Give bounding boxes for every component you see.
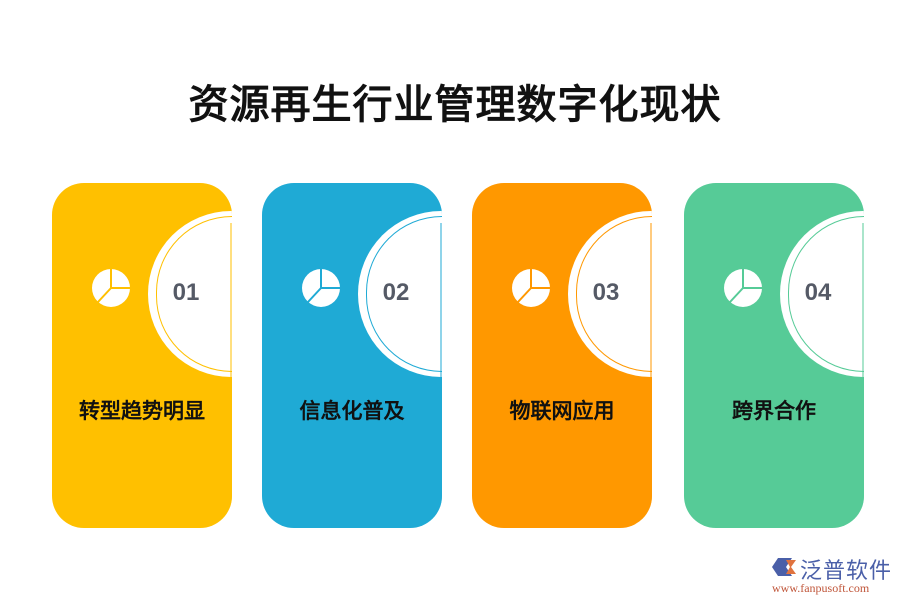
decorative-edge-line	[440, 223, 442, 523]
card-number: 04	[804, 279, 832, 306]
pie-chart-icon	[512, 269, 550, 307]
brand-logo: 泛普软件 www.fanpusoft.com	[770, 552, 895, 598]
card-label: 跨界合作	[732, 399, 816, 423]
card-label: 物联网应用	[509, 399, 615, 423]
card-number: 01	[172, 279, 200, 306]
card-label: 转型趋势明显	[79, 399, 205, 423]
decorative-edge-line	[862, 223, 864, 523]
card-label: 信息化普及	[299, 399, 405, 423]
pie-chart-icon	[302, 269, 340, 307]
card-3: 03 物联网应用	[472, 183, 652, 528]
decorative-edge-line	[230, 223, 232, 523]
card-number: 02	[382, 279, 410, 306]
logo-name: 泛普软件	[800, 559, 893, 584]
page-title: 资源再生行业管理数字化现状	[188, 82, 722, 128]
card-1: 01 转型趋势明显	[52, 183, 232, 528]
fanpu-logo-icon	[772, 558, 796, 576]
pie-chart-icon	[724, 269, 762, 307]
card-4: 04 跨界合作	[684, 183, 864, 528]
logo-url: www.fanpusoft.com	[772, 581, 870, 595]
card-2: 02 信息化普及	[262, 183, 442, 528]
decorative-edge-line	[650, 223, 652, 523]
pie-chart-icon	[92, 269, 130, 307]
card-number: 03	[592, 279, 620, 306]
